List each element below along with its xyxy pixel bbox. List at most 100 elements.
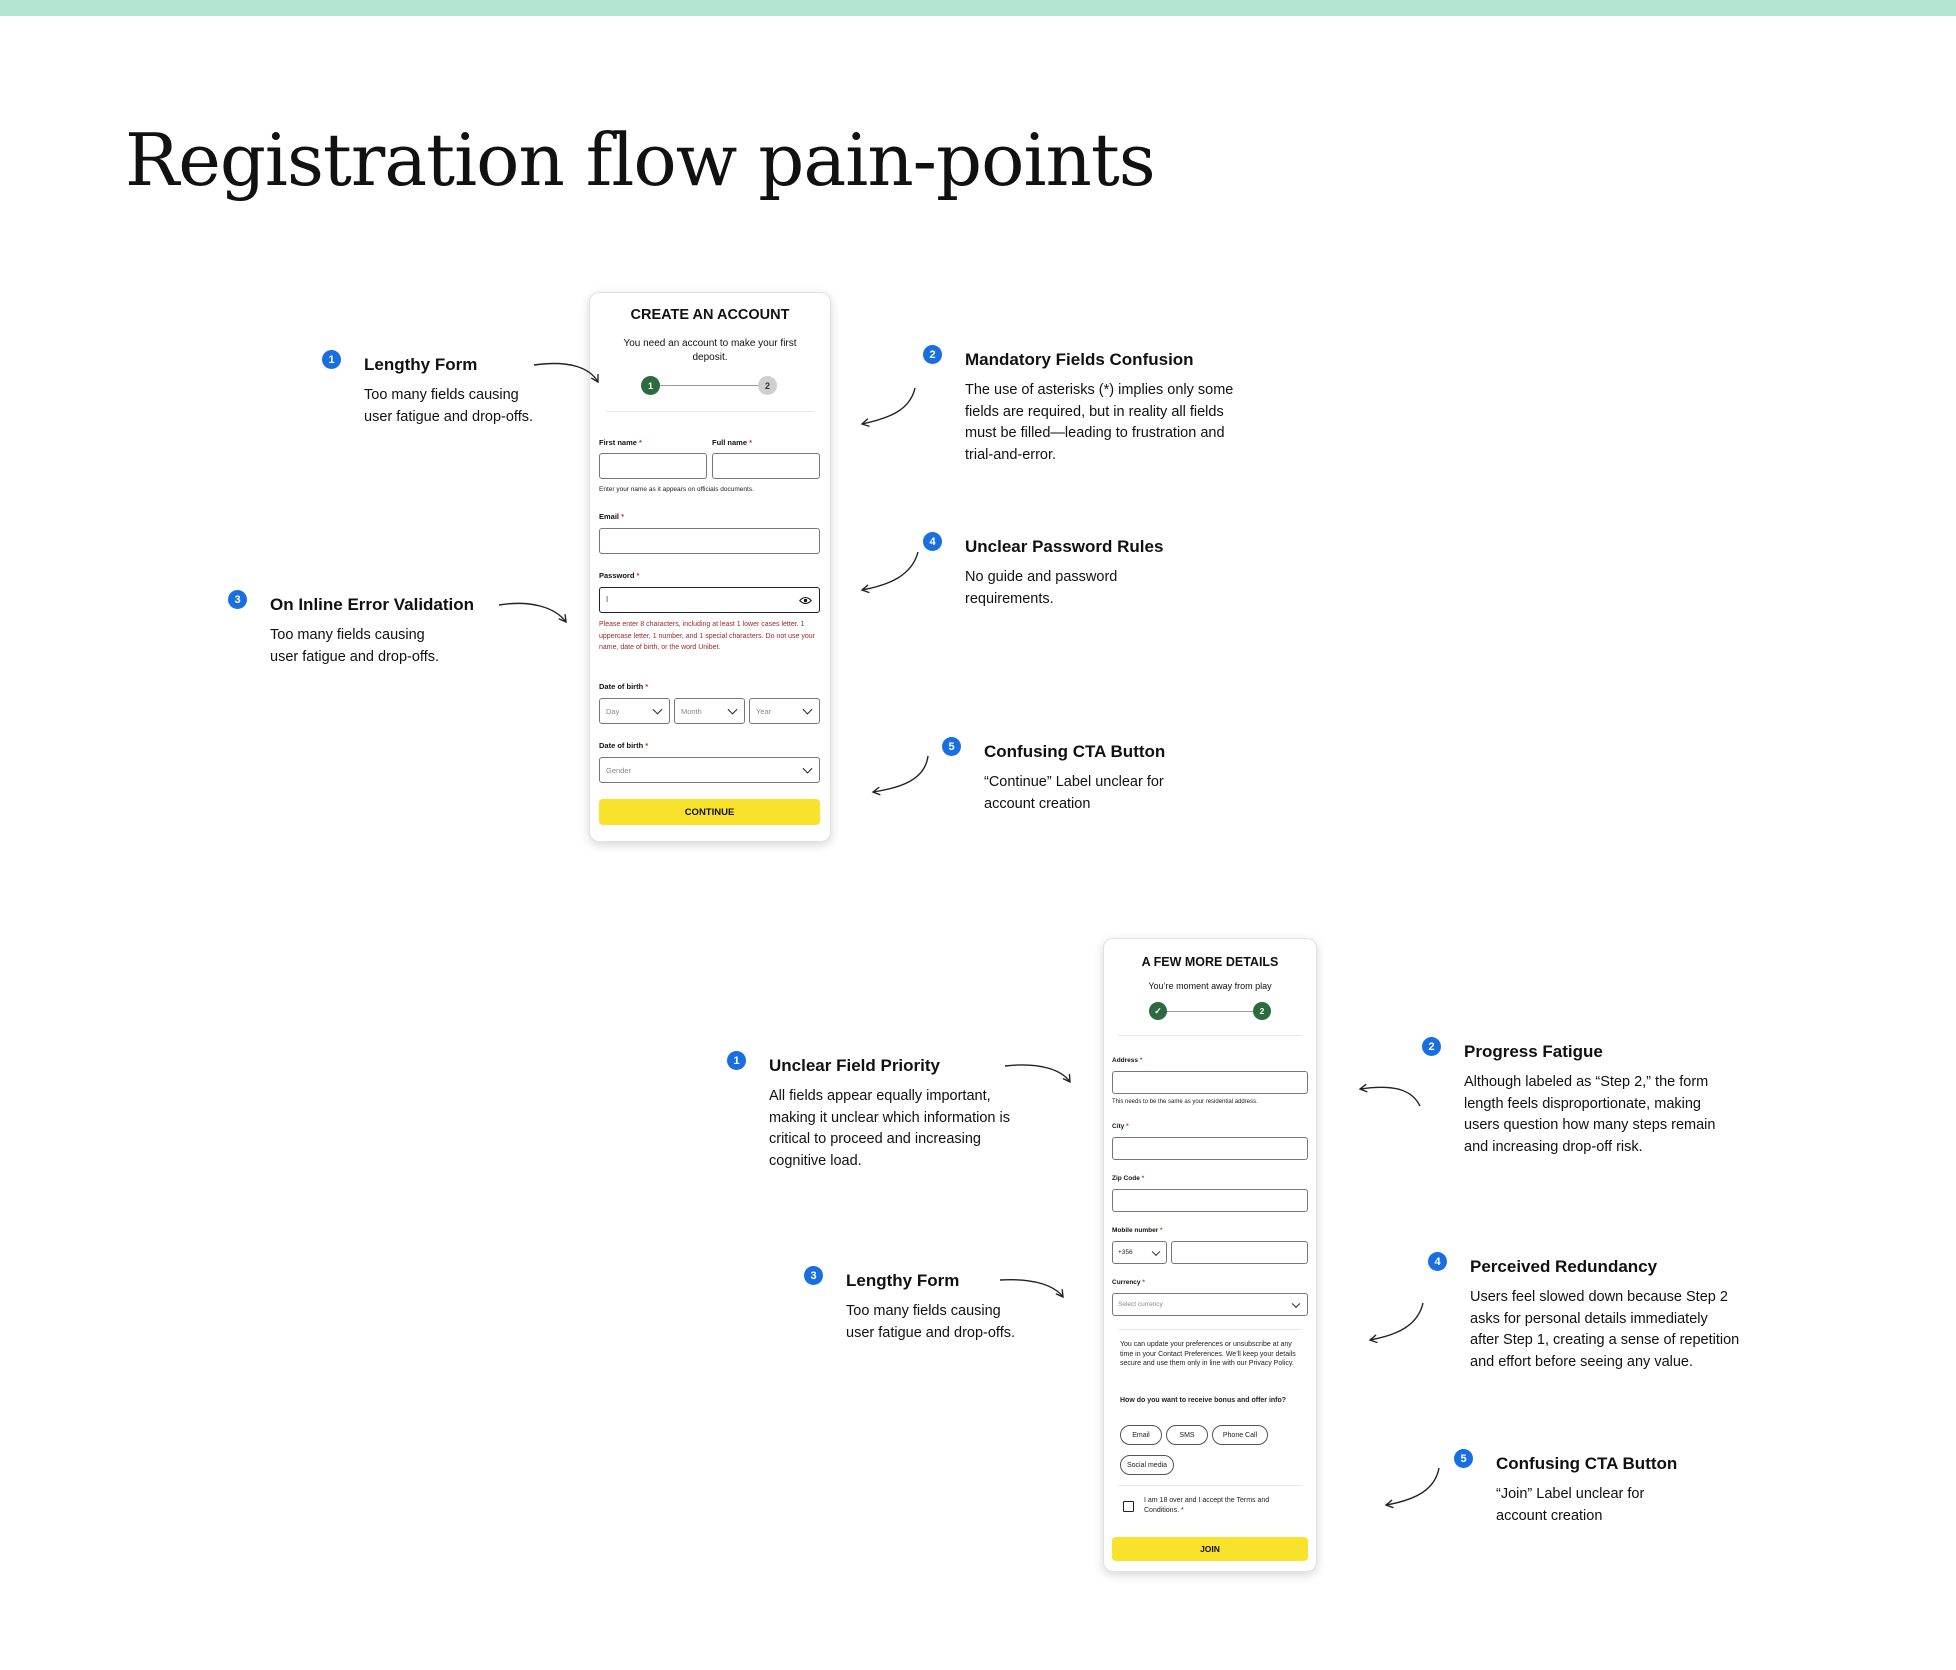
annotation-number-badge: 4 [1428, 1252, 1447, 1271]
annotation-title: Confusing CTA Button [984, 742, 1166, 761]
required-asterisk: * [645, 682, 649, 691]
dob-label: Date of birth * [599, 682, 648, 691]
divider [1118, 1329, 1302, 1330]
chevron-down-icon [652, 704, 663, 715]
first-name-label: First name * [599, 438, 642, 447]
arrow-connector [999, 1278, 1064, 1299]
annotation-number-badge: 1 [322, 350, 341, 369]
dob-day-select[interactable]: Day [599, 698, 670, 724]
annotation-number-badge: 2 [1422, 1037, 1441, 1056]
annotation-description: Too many fields causing user fatigue and… [270, 627, 440, 665]
chevron-down-icon [727, 704, 738, 715]
annotation-description: “Join” Label unclear for account creatio… [1496, 1486, 1645, 1524]
page-title: Registration flow pain-points [125, 118, 1156, 202]
city-input[interactable] [1112, 1137, 1308, 1160]
full-name-input[interactable] [712, 453, 820, 479]
label-text: Zip Code [1112, 1175, 1140, 1182]
screen-title: CREATE AN ACCOUNT [630, 307, 790, 323]
screen-title: A FEW MORE DETAILS [1141, 955, 1279, 969]
password-input[interactable]: I [599, 587, 820, 613]
chip-social-media[interactable]: Social media [1120, 1455, 1174, 1475]
required-asterisk: * [1141, 1175, 1145, 1182]
label-text: Email [599, 512, 620, 521]
name-hint: Enter your name as it appears on officia… [599, 486, 754, 493]
annotation-description: The use of asterisks (*) implies only so… [965, 382, 1234, 463]
join-button[interactable]: JOIN [1112, 1537, 1308, 1561]
terms-checkbox[interactable] [1123, 1501, 1134, 1512]
email-label: Email * [599, 512, 624, 521]
annotation-title: Mandatory Fields Confusion [965, 350, 1194, 369]
mobile-number-input[interactable] [1171, 1241, 1308, 1264]
country-code-value: +356 [1118, 1249, 1133, 1256]
annotation-number-badge: 3 [804, 1266, 823, 1285]
currency-label: Currency * [1112, 1279, 1145, 1286]
required-asterisk: * [1126, 1123, 1129, 1130]
annotation-title: Unclear Password Rules [965, 537, 1164, 556]
annotation-title: Progress Fatigue [1464, 1042, 1603, 1061]
dob-year-select[interactable]: Year [749, 698, 820, 724]
annotation-description: Too many fields causing user fatigue and… [364, 387, 534, 425]
email-input[interactable] [599, 528, 820, 554]
select-placeholder: Year [756, 706, 772, 716]
chevron-down-icon [802, 704, 813, 715]
mobile-number-label: Mobile number * [1112, 1227, 1163, 1234]
city-label: City * [1112, 1123, 1129, 1130]
annotation-description: Although labeled as “Step 2,” the form l… [1464, 1074, 1716, 1155]
arrow-connector [1004, 1064, 1071, 1084]
progress-line [1158, 1011, 1262, 1012]
select-placeholder: Month [681, 706, 702, 716]
first-name-input[interactable] [599, 453, 707, 479]
required-asterisk: * [749, 438, 753, 447]
zip-code-input[interactable] [1112, 1189, 1308, 1212]
label-text: Date of birth [599, 682, 644, 691]
divider [1118, 1035, 1302, 1036]
annotation-number-badge: 5 [942, 737, 961, 756]
chevron-down-icon [1151, 1247, 1161, 1256]
required-asterisk: * [1180, 1506, 1184, 1514]
eye-icon[interactable] [799, 596, 812, 605]
required-asterisk: * [645, 741, 649, 750]
currency-select[interactable]: Select currency [1112, 1293, 1308, 1316]
required-asterisk: * [1142, 1279, 1145, 1286]
chevron-down-icon [802, 763, 813, 774]
address-label: Address * [1112, 1057, 1142, 1064]
annotation-title: Confusing CTA Button [1496, 1454, 1678, 1473]
label-text: Currency [1112, 1279, 1141, 1286]
gender-select[interactable]: Gender [599, 757, 820, 783]
required-asterisk: * [1139, 1057, 1143, 1064]
country-code-select[interactable]: +356 [1112, 1241, 1167, 1264]
address-input[interactable] [1112, 1071, 1308, 1094]
annotation-number-badge: 1 [727, 1051, 746, 1070]
required-asterisk: * [639, 438, 642, 447]
label-text: Full name [712, 438, 748, 447]
divider [606, 411, 814, 412]
annotation-description: All fields appear equally important, mak… [769, 1088, 1010, 1169]
zip-code-label: Zip Code * [1112, 1175, 1144, 1182]
preferences-text: You can update your preferences or unsub… [1120, 1341, 1296, 1367]
arrow-connector [860, 551, 919, 594]
arrow-connector [1358, 1083, 1421, 1107]
screen-subtitle: You’re moment away from play [1148, 981, 1272, 991]
annotation-title: Lengthy Form [846, 1271, 960, 1290]
annotation-description: “Continue” Label unclear for account cre… [984, 774, 1164, 812]
terms-label: I am 18 over and I accept the Terms and … [1144, 1497, 1270, 1514]
chip-sms[interactable]: SMS [1166, 1425, 1208, 1445]
annotation-description: Users feel slowed down because Step 2 as… [1470, 1289, 1740, 1370]
create-account-screen: CREATE AN ACCOUNT You need an account to… [589, 292, 831, 842]
annotation-number-badge: 4 [923, 532, 942, 551]
annotation-number-badge: 3 [228, 590, 247, 609]
chevron-down-icon [1291, 1299, 1301, 1308]
chip-email[interactable]: Email [1120, 1425, 1162, 1445]
bonus-question: How do you want to receive bonus and off… [1120, 1397, 1287, 1404]
terms-text: I am 18 over and I accept the Terms and … [1144, 1496, 1294, 1515]
divider [1118, 1485, 1302, 1486]
continue-button[interactable]: CONTINUE [599, 799, 820, 825]
annotation-number-badge: 5 [1454, 1449, 1473, 1468]
label-text: Address [1112, 1057, 1139, 1064]
arrow-connector [1384, 1467, 1440, 1509]
chip-phone-call[interactable]: Phone Call [1212, 1425, 1268, 1445]
annotation-title: Unclear Field Priority [769, 1056, 940, 1075]
dob-month-select[interactable]: Month [674, 698, 745, 724]
step-indicator-2: 2 [1253, 1002, 1271, 1020]
